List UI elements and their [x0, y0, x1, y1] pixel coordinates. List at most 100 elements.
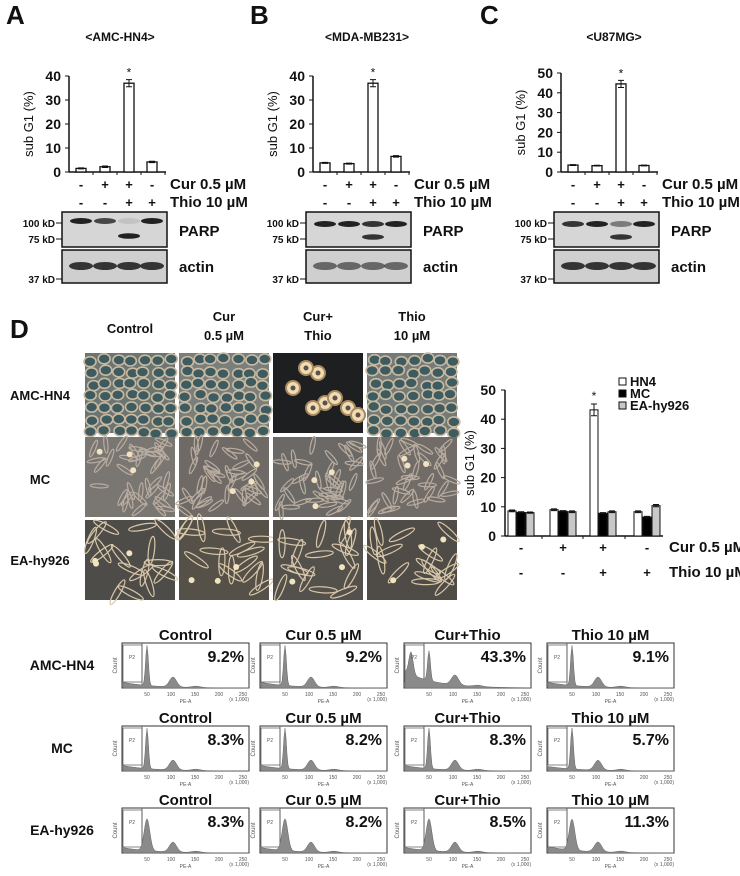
epithelial-cell [232, 379, 246, 391]
bar [591, 165, 603, 173]
spindle-cell [184, 551, 209, 569]
cur-sign: + [617, 177, 625, 192]
bar-ea-hy926 [567, 511, 577, 537]
histogram-curve [122, 728, 250, 772]
x-tick-label: 250 [377, 857, 386, 863]
epithelial-cell [99, 413, 114, 426]
histogram-curve [404, 728, 532, 772]
parp-cleaved-band [610, 234, 632, 240]
histogram-curve [260, 818, 388, 854]
cell-nucleus [345, 405, 351, 411]
bright-cell [404, 462, 411, 469]
epithelial-cell [83, 389, 98, 401]
spindle-cell [162, 471, 171, 490]
bright-cell [423, 461, 430, 468]
cell-nucleus [355, 412, 361, 418]
micrograph [83, 353, 179, 440]
x-unit-label: (x 1,000) [229, 862, 249, 868]
x-tick-label: 200 [640, 857, 649, 863]
spindle-cell [199, 547, 229, 556]
epithelial-cell [110, 402, 125, 414]
cell-nucleus [332, 395, 338, 401]
cur-sign: - [323, 177, 327, 192]
x-tick-label: 150 [329, 692, 338, 698]
panel-letter: B [250, 0, 269, 30]
spindle-cell [375, 543, 403, 558]
row-label: MC [30, 472, 51, 487]
subg1-percent: 8.3% [208, 814, 244, 831]
spindle-cell [400, 437, 419, 447]
subg1-percent: 11.3% [625, 814, 669, 831]
bar-hn4 [549, 509, 559, 537]
histogram-title: Cur 0.5 µM [285, 710, 361, 727]
x-tick-label: 200 [497, 857, 506, 863]
x-tick-label: 200 [640, 692, 649, 698]
y-axis-label: Count [395, 740, 401, 756]
thio-sign: - [519, 565, 523, 580]
x-tick-label: 50 [144, 857, 150, 863]
error-bar [78, 167, 84, 170]
spindle-cell [131, 502, 147, 517]
x-unit-label: (x 1,000) [229, 697, 249, 703]
epithelial-cell [163, 402, 178, 414]
spindle-cell [391, 487, 411, 495]
histogram-title: Control [159, 792, 212, 809]
bar [123, 82, 135, 173]
epithelial-cell [124, 413, 139, 426]
error-bar [600, 512, 606, 515]
spindle-cell [105, 448, 115, 467]
legend-swatch [618, 377, 627, 386]
bar [390, 155, 402, 173]
bright-cell [346, 529, 353, 536]
y-tick-label: 10 [289, 140, 305, 156]
cur-sign: - [394, 177, 398, 192]
spindle-cell [149, 457, 162, 474]
spindle-cell [153, 560, 174, 584]
epithelial-cell [164, 353, 179, 365]
x-tick-label: 250 [239, 775, 248, 781]
parp-full-band [362, 221, 384, 227]
epithelial-cell [431, 414, 446, 426]
spindle-cell [437, 480, 449, 498]
bar-hn4 [633, 511, 643, 537]
epithelial-cell [163, 366, 178, 379]
parp-blot [61, 211, 168, 248]
cur-sign: - [79, 177, 83, 192]
spindle-cell [411, 578, 441, 586]
spindle-cell [318, 487, 337, 498]
subg1-percent: 8.2% [346, 732, 382, 749]
epithelial-cell [151, 366, 166, 379]
spindle-cell [177, 515, 194, 541]
histogram-curve [122, 645, 250, 689]
epithelial-cell [378, 355, 393, 367]
bright-cell [229, 488, 236, 495]
bright-cell [130, 467, 137, 474]
spindle-cell [94, 537, 112, 564]
spindle-cell [413, 443, 421, 463]
x-tick-label: 150 [473, 857, 482, 863]
epithelial-cell [98, 364, 113, 377]
micrograph [273, 353, 366, 433]
epithelial-cell [404, 377, 419, 389]
thio-sign: + [599, 565, 607, 580]
column-header: 10 µM [394, 328, 430, 343]
error-bar [594, 164, 600, 167]
cur-row-label: Cur 0.5 µM [170, 176, 246, 193]
legend-swatch [618, 401, 627, 410]
thio-sign: - [347, 195, 351, 210]
epithelial-cell [407, 415, 421, 428]
subg1-percent: 43.3% [481, 649, 526, 666]
actin-band [585, 262, 609, 270]
bar-mc [516, 511, 526, 537]
epithelial-cell [444, 401, 459, 414]
bright-cell [338, 564, 345, 571]
x-tick-label: 100 [167, 692, 176, 698]
epithelial-cell [124, 401, 139, 413]
bright-cell [126, 451, 133, 458]
epithelial-cell [244, 412, 258, 425]
epithelial-cell [245, 354, 259, 366]
